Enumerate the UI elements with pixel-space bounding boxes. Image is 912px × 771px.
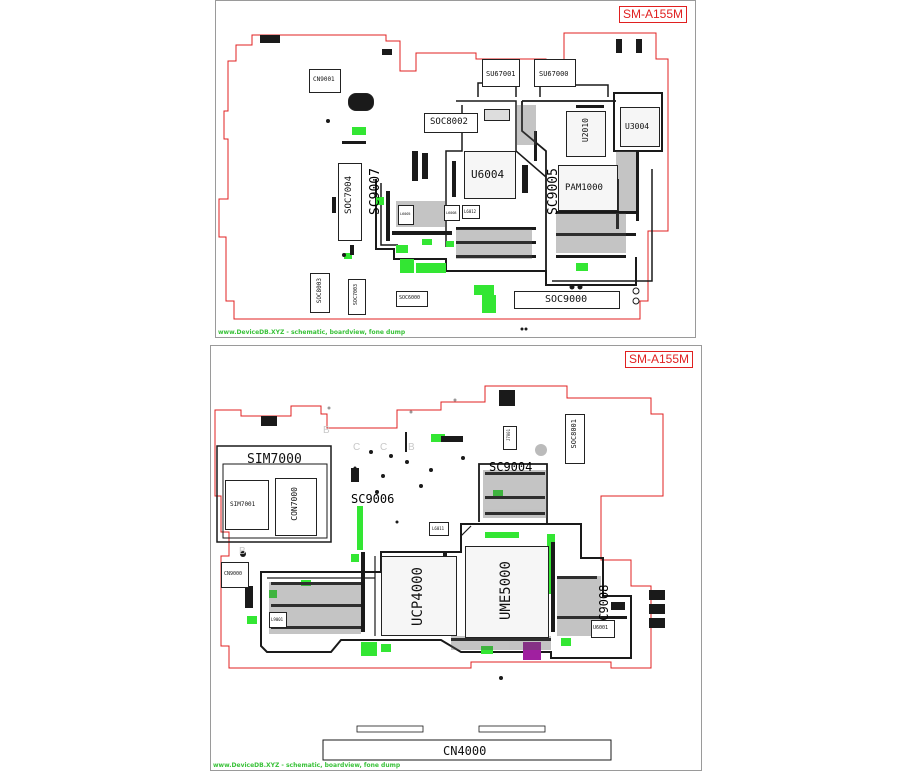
soc8001-box: SOC8001	[565, 414, 585, 464]
su67000-box: SU67000	[534, 59, 576, 87]
su67000-label: SU67000	[539, 70, 569, 78]
soc8002-label: SOC8002	[430, 117, 468, 127]
soc8003-label: SOC8003	[316, 278, 323, 304]
su67001-box: SU67001	[482, 59, 520, 87]
u3004-chip: U3004	[620, 107, 660, 147]
u2010-chip: U2010	[566, 111, 606, 157]
model-badge-top: SM-A155M	[618, 6, 687, 23]
ume5000-label: UME5000	[498, 561, 514, 621]
pam1000-chip: PAM1000	[558, 165, 618, 211]
j7001-box: J7001	[503, 426, 517, 450]
l6005-label: L6005	[400, 212, 411, 216]
soc7004-label: SOC7004	[344, 176, 354, 214]
pam1000-label: PAM1000	[565, 183, 603, 193]
small-part-a	[484, 109, 510, 121]
l6011-label: L6011	[432, 526, 445, 531]
ucp4000-chip: UCP4000	[381, 556, 457, 636]
l6008-box: L6008	[444, 205, 460, 221]
soc8002-box: SOC8002	[424, 113, 478, 133]
l6012-box: L6012	[462, 205, 480, 219]
cn9001-label: CN9001	[313, 76, 335, 83]
cn9000-box: CN9000	[221, 562, 249, 588]
con7000-label: CON7000	[290, 487, 299, 521]
l6008-label: L6008	[446, 211, 457, 215]
silkscreen-letter-3: C	[380, 442, 388, 453]
cn9000-label: CN9000	[224, 571, 243, 577]
soc6000-label: SOC6000	[399, 295, 421, 301]
soc8001-label: SOC8001	[570, 419, 578, 449]
u6004-label: U6004	[471, 168, 505, 181]
cn9001-box: CN9001	[309, 69, 341, 93]
ume5000-chip: UME5000	[465, 546, 549, 638]
sim7000-label: SIM7000	[247, 452, 302, 467]
soc7004-box: SOC7004	[338, 163, 362, 241]
l9001-box: L9001	[269, 612, 287, 628]
sim7001-label: SIM7001	[230, 501, 256, 508]
sc9004-label: SC9004	[489, 460, 533, 474]
top-board-outline	[218, 32, 669, 331]
soc9000-box: SOC9000	[514, 291, 620, 309]
silkscreen-letter-5: B	[239, 546, 246, 557]
l6012-label: L6012	[464, 209, 477, 214]
sc9006-label: SC9006	[351, 492, 395, 506]
watermark-top: www.DeviceDB.XYZ - schematic, boardview,…	[218, 329, 406, 336]
soc9000-label: SOC9000	[545, 294, 588, 305]
sim7001-box: SIM7001	[225, 480, 269, 530]
l6005-box: L6005	[398, 205, 414, 225]
cn4000-label: CN4000	[443, 744, 487, 758]
sc9007-label: SC9007	[368, 168, 383, 215]
j7001-label: J7001	[506, 429, 511, 442]
u6001-box: U6001	[591, 620, 615, 638]
u3004-label: U3004	[625, 122, 650, 131]
soc7003-label: SOC7003	[353, 284, 359, 306]
l6011-box: L6011	[429, 522, 449, 536]
model-badge-bottom: SM-A155M	[624, 351, 693, 368]
u6004-chip: U6004	[464, 151, 516, 199]
u2010-label: U2010	[581, 118, 590, 143]
u6001-label: U6001	[593, 625, 609, 631]
watermark-bottom: www.DeviceDB.XYZ - schematic, boardview,…	[213, 762, 401, 769]
su67001-label: SU67001	[486, 70, 516, 78]
soc6000-box: SOC6000	[396, 291, 428, 307]
con7000-box: CON7000	[275, 478, 317, 536]
sc9005-label: SC9005	[546, 168, 561, 215]
l9001-label: L9001	[271, 617, 284, 622]
silkscreen-letter-2: C	[353, 442, 361, 453]
soc8003-box: SOC8003	[310, 273, 330, 313]
bottom-board-outline	[214, 385, 665, 761]
silkscreen-letter-1: B	[323, 425, 330, 436]
boardview-top-panel: SM-A155M CN9001 SU67001 SU67000 SOC8002 …	[215, 0, 696, 338]
round-chip	[348, 93, 374, 111]
silkscreen-letter-4: B	[408, 442, 415, 453]
soc7003-box: SOC7003	[348, 279, 366, 315]
ucp4000-label: UCP4000	[410, 567, 426, 627]
boardview-bottom-panel: SM-A155M B C C B B SIM7000 SIM7001 CON70…	[210, 345, 702, 771]
